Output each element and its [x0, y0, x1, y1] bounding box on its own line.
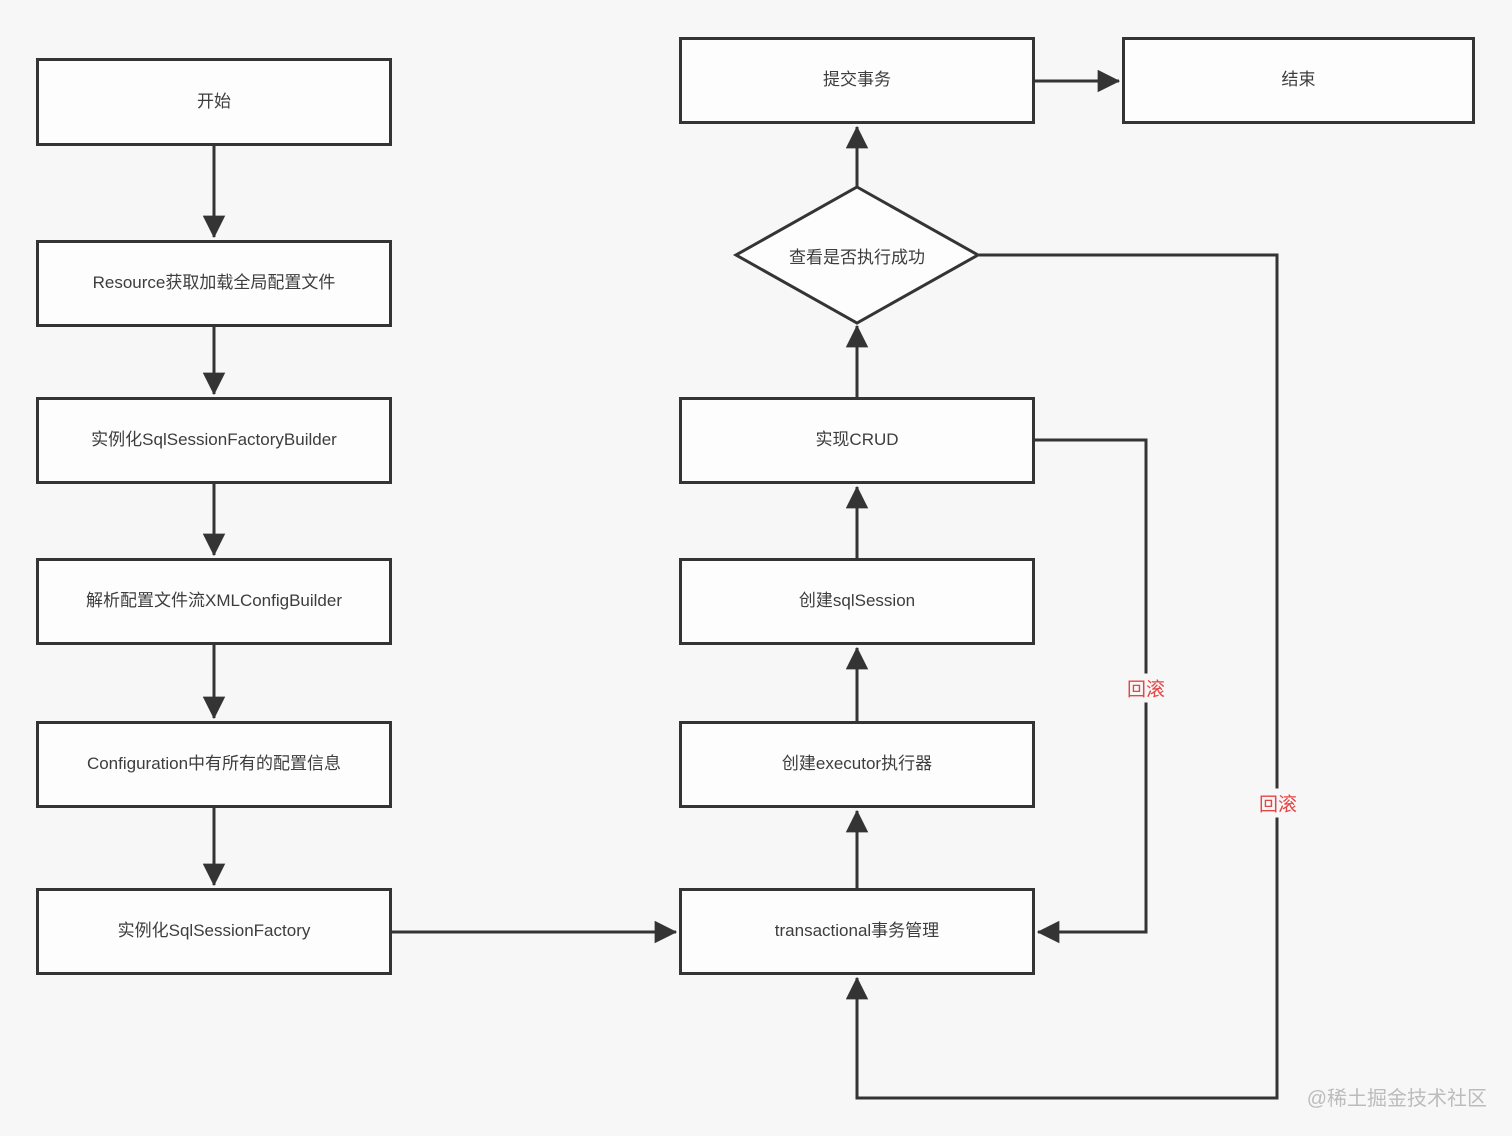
- node-check-success-label: 查看是否执行成功: [789, 247, 925, 267]
- node-resource-load-config: Resource获取加载全局配置文件: [36, 240, 392, 327]
- node-sqlsessionfactory: 实例化SqlSessionFactory: [36, 888, 392, 975]
- watermark-text: @稀土掘金技术社区: [1306, 1088, 1487, 1110]
- node-sqlsessionfactorybuilder: 实例化SqlSessionFactoryBuilder: [36, 397, 392, 484]
- rollback-label-crud: 回滚: [1124, 673, 1168, 703]
- rollback-label-check: 回滚: [1256, 788, 1300, 818]
- node-start: 开始: [36, 58, 392, 146]
- node-create-sqlsession: 创建sqlSession: [679, 558, 1035, 645]
- node-create-executor: 创建executor执行器: [679, 721, 1035, 808]
- node-crud: 实现CRUD: [679, 397, 1035, 484]
- node-end: 结束: [1122, 37, 1475, 124]
- node-configuration: Configuration中有所有的配置信息: [36, 721, 392, 808]
- node-transactional-manager: transactional事务管理: [679, 888, 1035, 975]
- node-commit-transaction: 提交事务: [679, 37, 1035, 124]
- decision-diamond-shape: [732, 185, 982, 325]
- node-xmlconfigbuilder: 解析配置文件流XMLConfigBuilder: [36, 558, 392, 645]
- rollback-path-check-to-transactional: [845, 253, 1279, 1100]
